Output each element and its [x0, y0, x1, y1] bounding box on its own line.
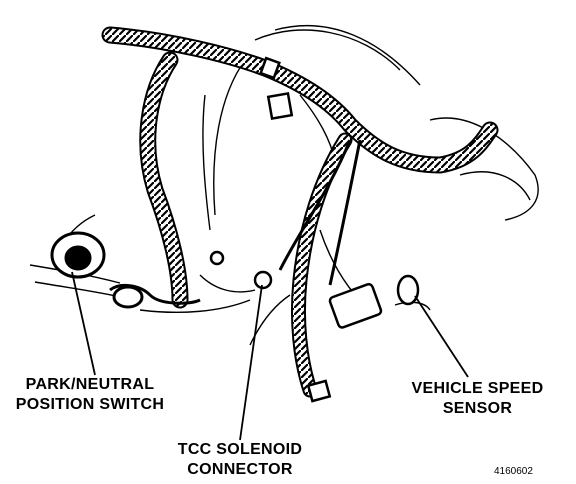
- connectors: [209, 56, 420, 403]
- label-park-neutral-line2: POSITION SWITCH: [15, 396, 165, 413]
- leader-lines: [71, 271, 469, 441]
- leader-tcc-solenoid: [239, 284, 263, 441]
- wiring-harness: [101, 26, 499, 398]
- label-park-neutral-line1: PARK/NEUTRAL: [25, 376, 155, 393]
- label-vehicle-speed-line2: SENSOR: [442, 400, 513, 417]
- leader-vehicle-speed: [414, 295, 469, 378]
- label-tcc-solenoid-line1: TCC SOLENOID: [177, 441, 303, 458]
- leader-park-neutral: [71, 271, 96, 376]
- label-vehicle-speed-line1: VEHICLE SPEED: [411, 380, 544, 397]
- label-tcc-solenoid-connector: TCC SOLENOID CONNECTOR: [165, 440, 315, 480]
- park-neutral-switch: [50, 231, 201, 309]
- label-vehicle-speed-sensor: VEHICLE SPEED SENSOR: [400, 379, 555, 419]
- label-park-neutral-switch: PARK/NEUTRAL POSITION SWITCH: [10, 375, 170, 415]
- label-tcc-solenoid-line2: CONNECTOR: [187, 461, 293, 478]
- figure-number: 4160602: [494, 466, 533, 477]
